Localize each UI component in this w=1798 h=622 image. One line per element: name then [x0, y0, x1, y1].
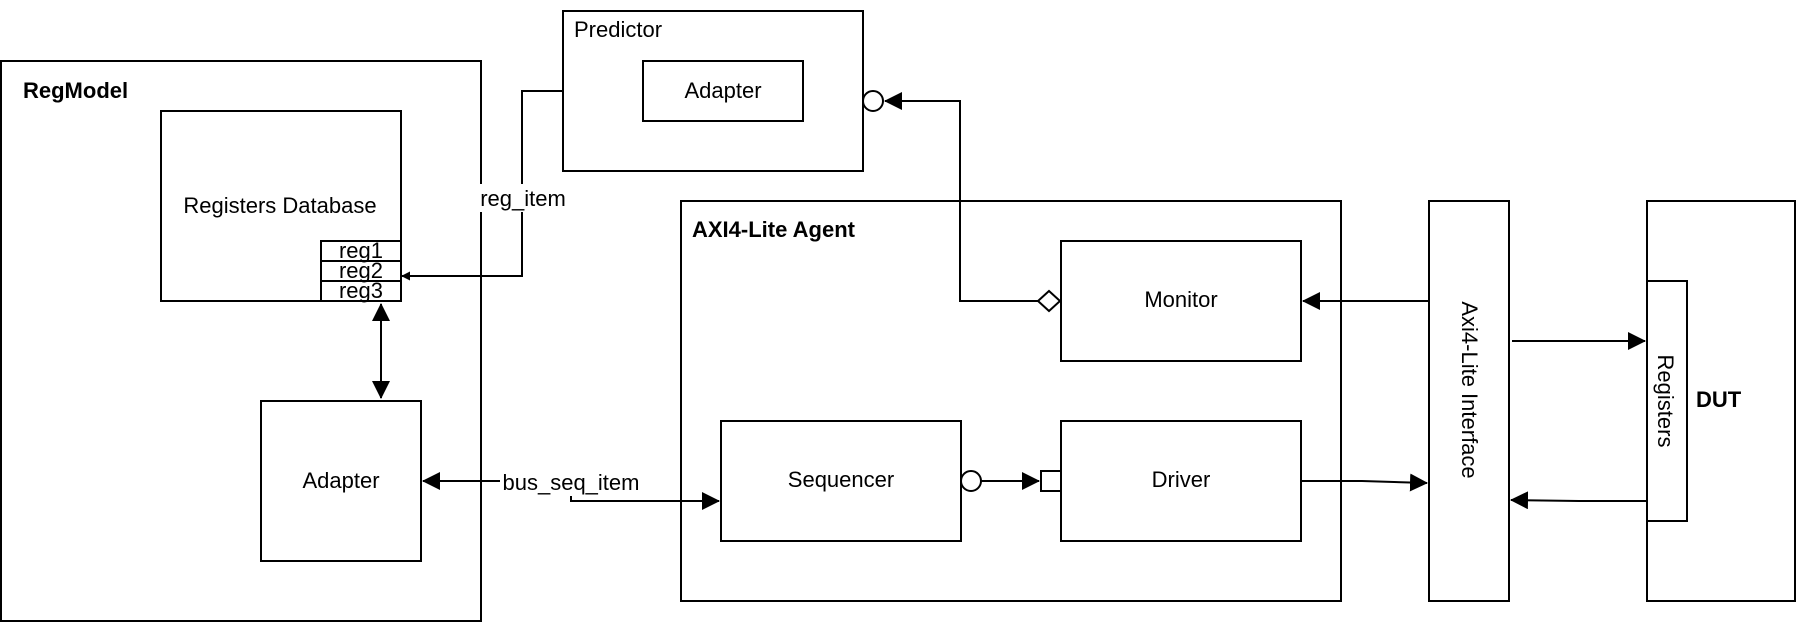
regmodel-adapter-block: Adapter [260, 400, 422, 562]
reg3-cell [320, 280, 402, 302]
predictor-analysis-port [862, 90, 884, 112]
regmodel-adapter-label: Adapter [302, 468, 379, 493]
reg2-label: reg2 [339, 258, 383, 283]
dut-block: DUT Registers [1646, 200, 1796, 602]
bus-seq-item-label: bus_seq_item [503, 470, 640, 495]
predictor-to-regdb-arrow [401, 90, 563, 281]
driver-port [1040, 470, 1062, 492]
agent-title: AXI4-Lite Agent [692, 217, 856, 242]
regmodel-title: RegModel [23, 78, 128, 103]
driver-block [1060, 420, 1302, 542]
monitor-block [1060, 240, 1302, 362]
reg3-label: reg3 [339, 278, 383, 303]
driver-to-interface-arrow [1301, 473, 1428, 492]
axi4-lite-agent-block: AXI4-Lite Agent Monitor Sequencer Driver [680, 200, 1342, 602]
regmodel-block: RegModel Registers Database reg1 reg2 re… [0, 60, 482, 622]
dut-to-interface-arrow [1510, 491, 1647, 510]
sequencer-label: Sequencer [788, 467, 894, 492]
predictor-adapter-block [642, 60, 804, 122]
driver-label: Driver [1152, 467, 1211, 492]
dut-registers-block [1646, 280, 1688, 522]
predictor-block: Predictor Adapter [562, 10, 884, 172]
registers-database-block: Registers Database reg1 reg2 reg3 [160, 110, 402, 303]
reg1-label: reg1 [339, 238, 383, 263]
sequencer-block [720, 420, 962, 542]
reg-item-label: reg_item [480, 186, 566, 211]
axi4-lite-interface-block: Axi4-Lite Interface [1428, 200, 1510, 602]
registers-database-label: Registers Database [183, 193, 376, 218]
dut-registers-label: Registers [1653, 355, 1678, 448]
dut-title: DUT [1696, 387, 1742, 412]
sequencer-export [960, 470, 982, 492]
monitor-to-predictor-arrow [884, 92, 1038, 302]
predictor-title: Predictor [574, 17, 662, 42]
interface-label: Axi4-Lite Interface [1457, 301, 1482, 478]
predictor-adapter-label: Adapter [684, 78, 761, 103]
monitor-analysis-port [1036, 289, 1062, 313]
monitor-label: Monitor [1144, 287, 1217, 312]
